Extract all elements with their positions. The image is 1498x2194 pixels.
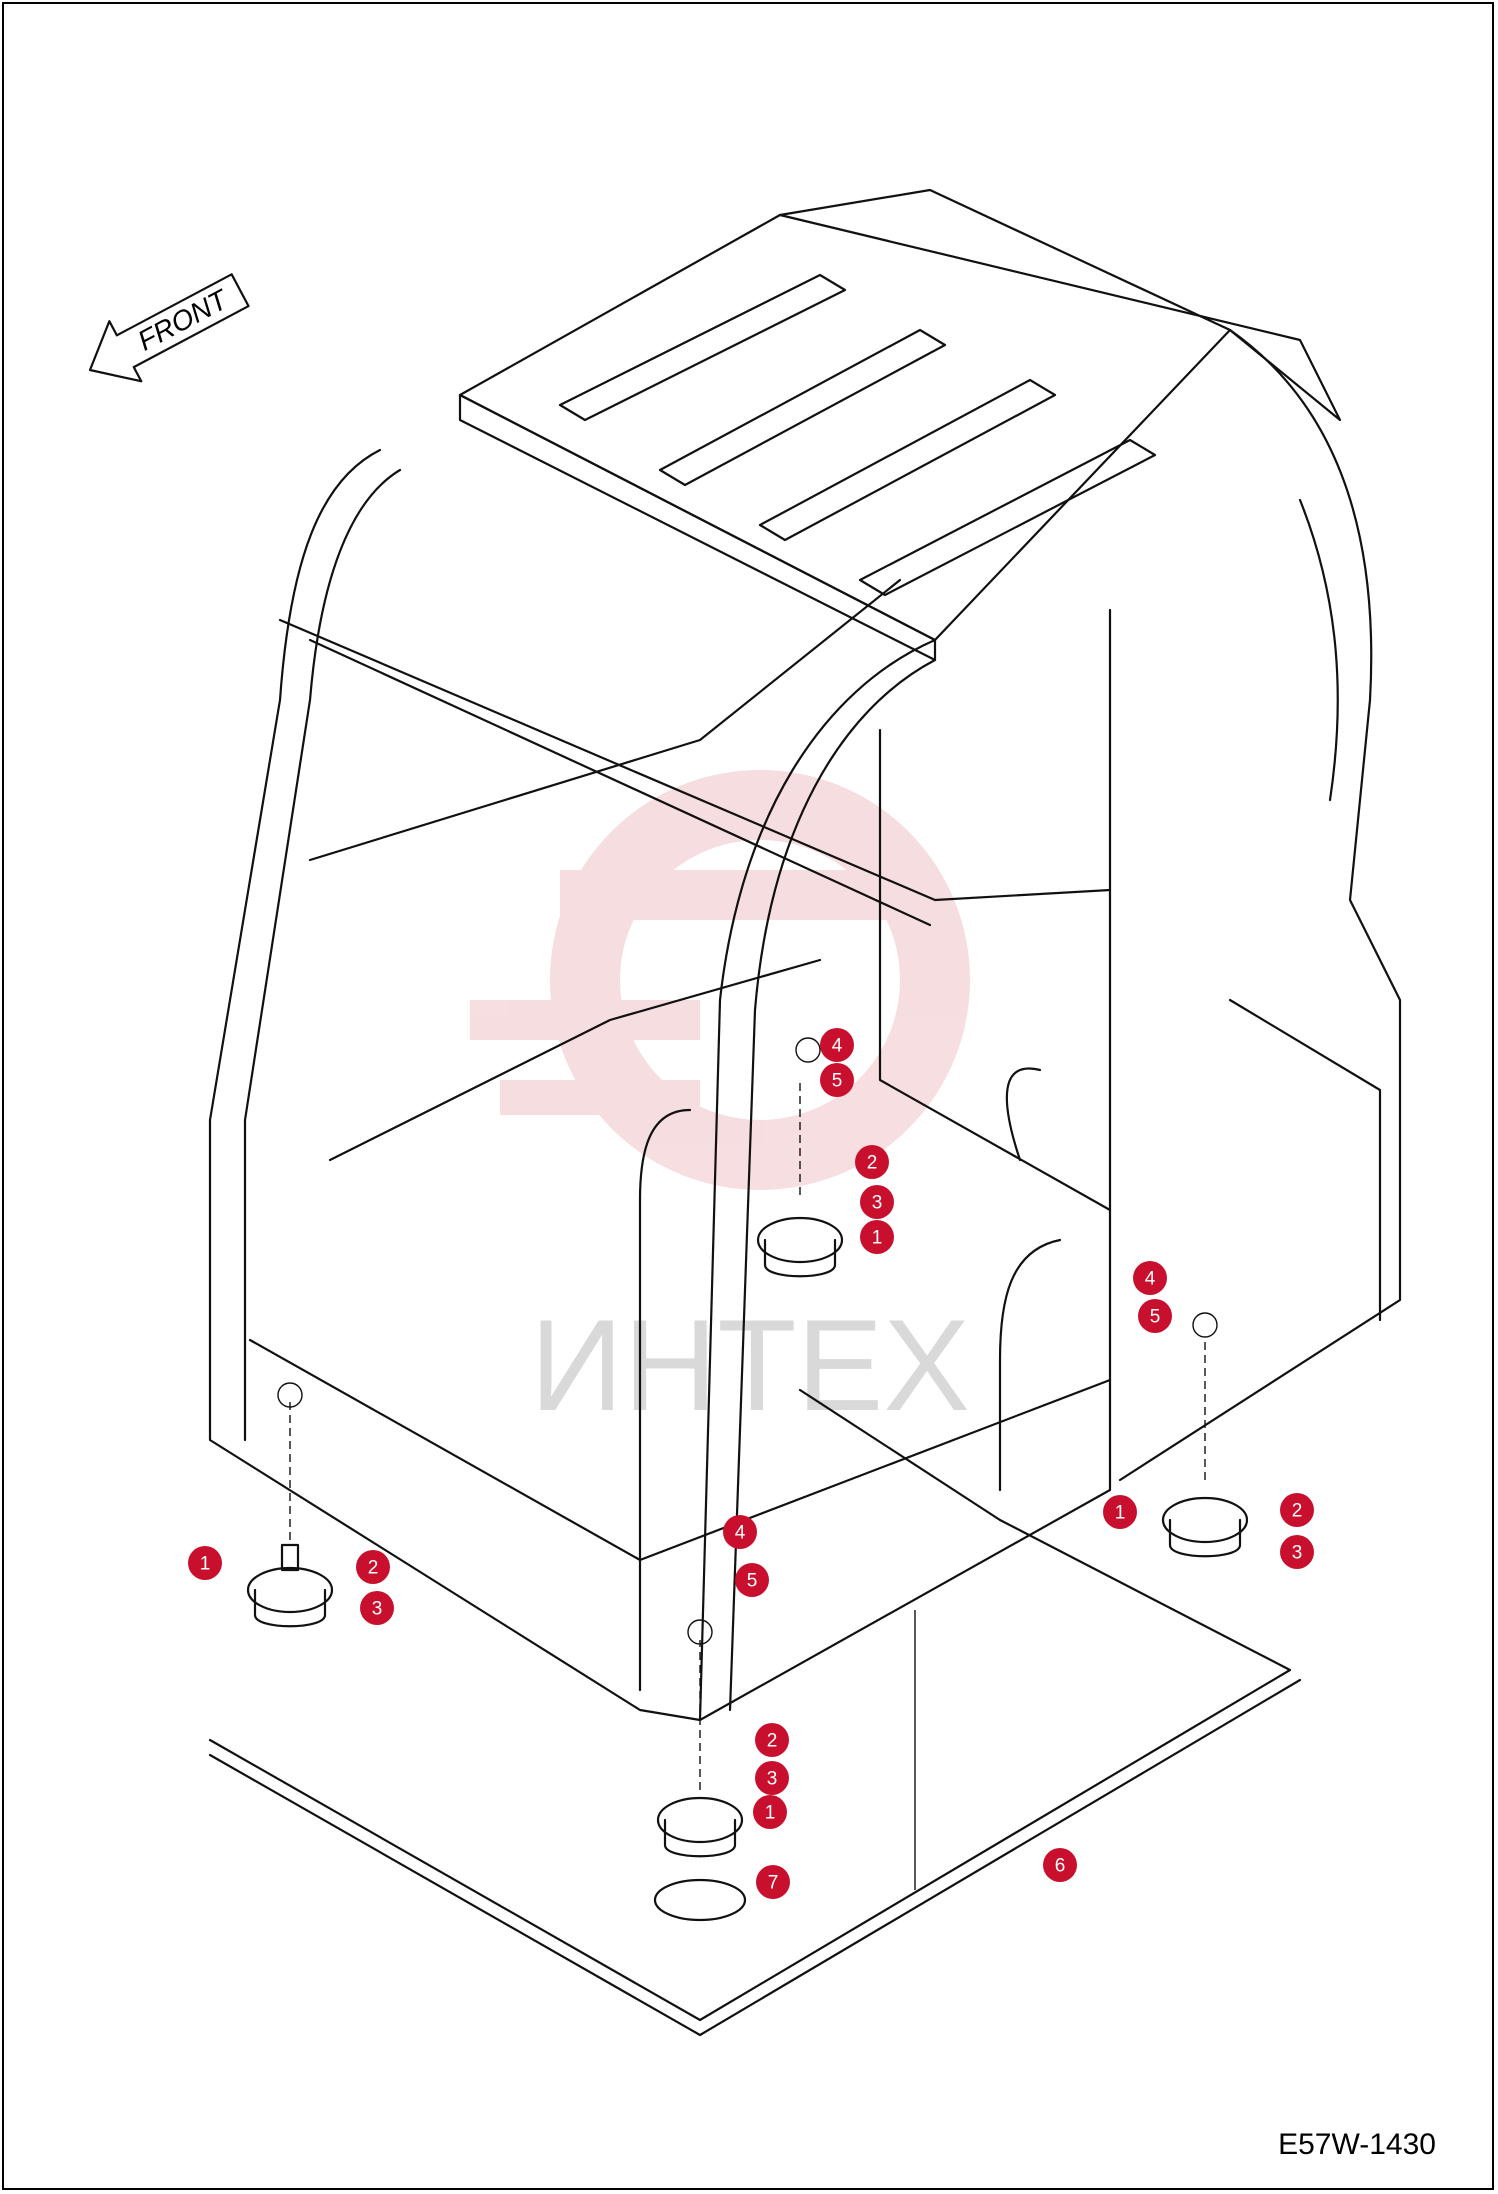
- callout-1: 1: [753, 1795, 787, 1829]
- callout-group: 4 5 2 3 1 4 5 1 2 3 1 2 3 4 5 2 3 1 7 6: [188, 1028, 1314, 1899]
- callout-label: 4: [1145, 1269, 1156, 1290]
- mount-rear-left: [246, 1382, 334, 1628]
- watermark-text: ИНТЕХ: [530, 1292, 970, 1438]
- mount-rear-right: [1161, 1312, 1249, 1558]
- callout-3: 3: [860, 1185, 894, 1219]
- callout-label: 1: [200, 1554, 211, 1575]
- callout-6: 6: [1043, 1848, 1077, 1882]
- callout-label: 5: [1150, 1307, 1161, 1328]
- callout-2: 2: [1280, 1493, 1314, 1527]
- callout-label: 3: [372, 1599, 383, 1620]
- callout-label: 2: [767, 1731, 778, 1752]
- callout-label: 1: [872, 1228, 883, 1249]
- callout-3: 3: [755, 1761, 789, 1795]
- callout-3: 3: [360, 1591, 394, 1625]
- callout-1: 1: [1103, 1495, 1137, 1529]
- mount-front-right: [756, 1037, 844, 1278]
- callout-label: 3: [767, 1769, 778, 1790]
- callout-label: 5: [747, 1571, 758, 1592]
- mount-front-left: [653, 1619, 747, 1922]
- callout-label: 1: [1115, 1503, 1126, 1524]
- cab-frame: [208, 328, 1402, 1722]
- callout-label: 1: [765, 1803, 776, 1824]
- callout-2: 2: [356, 1550, 390, 1584]
- callout-label: 2: [1292, 1501, 1303, 1522]
- callout-label: 5: [832, 1071, 843, 1092]
- callout-label: 3: [1292, 1543, 1303, 1564]
- callout-7: 7: [756, 1865, 790, 1899]
- floor-seal: [208, 1388, 1302, 2037]
- callout-4: 4: [1133, 1261, 1167, 1295]
- callout-2: 2: [855, 1145, 889, 1179]
- callout-5: 5: [1138, 1299, 1172, 1333]
- cab-roof: [458, 188, 1342, 662]
- callout-label: 2: [368, 1558, 379, 1579]
- callout-label: 4: [735, 1523, 746, 1544]
- callout-2: 2: [755, 1723, 789, 1757]
- callout-4: 4: [723, 1515, 757, 1549]
- callout-5: 5: [820, 1063, 854, 1097]
- callout-label: 6: [1055, 1856, 1066, 1877]
- callout-label: 4: [832, 1036, 843, 1057]
- drawing-code: E57W-1430: [1278, 2128, 1436, 2161]
- watermark-logo: [470, 770, 970, 1190]
- callout-4: 4: [820, 1028, 854, 1062]
- front-arrow: FRONT: [88, 273, 250, 383]
- callout-label: 3: [872, 1193, 883, 1214]
- callout-1: 1: [188, 1546, 222, 1580]
- callout-1: 1: [860, 1220, 894, 1254]
- callout-5: 5: [735, 1563, 769, 1597]
- callout-label: 7: [768, 1873, 779, 1894]
- callout-3: 3: [1280, 1535, 1314, 1569]
- callout-label: 2: [867, 1153, 878, 1174]
